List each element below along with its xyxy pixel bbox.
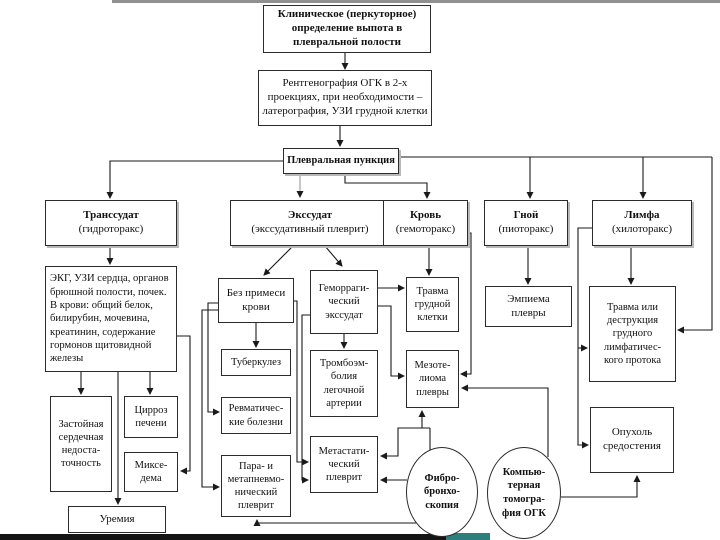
node-blood-title: Кровь xyxy=(409,209,442,222)
node-liver-cirrhosis: Цирроз печени xyxy=(124,396,178,438)
node-workup-tests: ЭКГ, УЗИ сердца, органов брюшной полости… xyxy=(45,266,177,372)
node-mediastinal-tumor: Опухоль средостения xyxy=(590,407,674,473)
node-uremia: Уремия xyxy=(68,506,166,533)
node-transudate-title: Транссудат xyxy=(83,209,139,222)
node-pleural-empyema: Эмпиема плевры xyxy=(485,286,572,327)
node-ct-scan: Компью- терная томогра- фия ОГК xyxy=(487,447,561,539)
node-exudate-title: Экссудат xyxy=(287,209,333,222)
node-chest-trauma: Травма грудной клетки xyxy=(406,277,459,332)
node-exudate: Экссудат (экссудативный плеврит) xyxy=(230,200,390,246)
node-lymph-subtitle: (хилоторакс) xyxy=(611,223,673,235)
node-no-blood-admixture: Без примеси крови xyxy=(218,278,294,323)
node-tuberculosis: Туберкулез xyxy=(221,349,291,376)
node-pus-title: Гной xyxy=(513,209,539,222)
node-lymph: Лимфа (хилоторакс) xyxy=(592,200,692,246)
bottom-edge-bar xyxy=(0,534,446,540)
node-hemorrhagic-exudate: Геморраги- ческий экссудат xyxy=(310,270,378,334)
node-thoracic-duct-trauma: Травма или деструкция грудного лимфатиче… xyxy=(589,286,676,382)
node-congestive-heart-failure: Застойная сердечная недоста- точность xyxy=(50,396,112,492)
node-fibrobronchoscopy: Фибро- бронхо- скопия xyxy=(406,447,478,537)
node-lymph-title: Лимфа xyxy=(624,209,660,222)
node-pleural-mesothelioma: Мезоте- лиома плевры xyxy=(406,350,459,408)
node-myxedema: Миксе- дема xyxy=(124,452,178,492)
bottom-accent-block xyxy=(446,533,490,540)
node-rheumatic-diseases: Ревматичес- кие болезни xyxy=(221,397,291,434)
node-chest-xray: Рентгенография ОГК в 2-х проекциях, при … xyxy=(258,70,432,126)
node-blood: Кровь (гемоторакс) xyxy=(383,200,468,246)
node-pleural-puncture: Плевральная пункция xyxy=(283,148,399,174)
node-pus: Гной (пиоторакс) xyxy=(484,200,568,246)
node-blood-subtitle: (гемоторакс) xyxy=(395,223,456,235)
node-transudate-subtitle: (гидроторакс) xyxy=(78,223,144,235)
node-transudate: Транссудат (гидроторакс) xyxy=(45,200,177,246)
node-metastatic-pleurisy: Метастати- ческий плеврит xyxy=(310,436,378,493)
node-parapneumonic-pleurisy: Пара- и метапневмо- нический плеврит xyxy=(221,455,291,517)
node-exudate-subtitle: (экссудативный плеврит) xyxy=(251,223,369,235)
top-edge-bar xyxy=(112,0,720,3)
flow-arrows xyxy=(77,53,713,526)
node-clinical-assessment: Клиническое (перкуторное) определение вы… xyxy=(263,5,431,53)
node-pus-subtitle: (пиоторакс) xyxy=(498,223,554,235)
node-pulmonary-embolism: Тромбоэм- болия легочной артерии xyxy=(310,350,378,417)
